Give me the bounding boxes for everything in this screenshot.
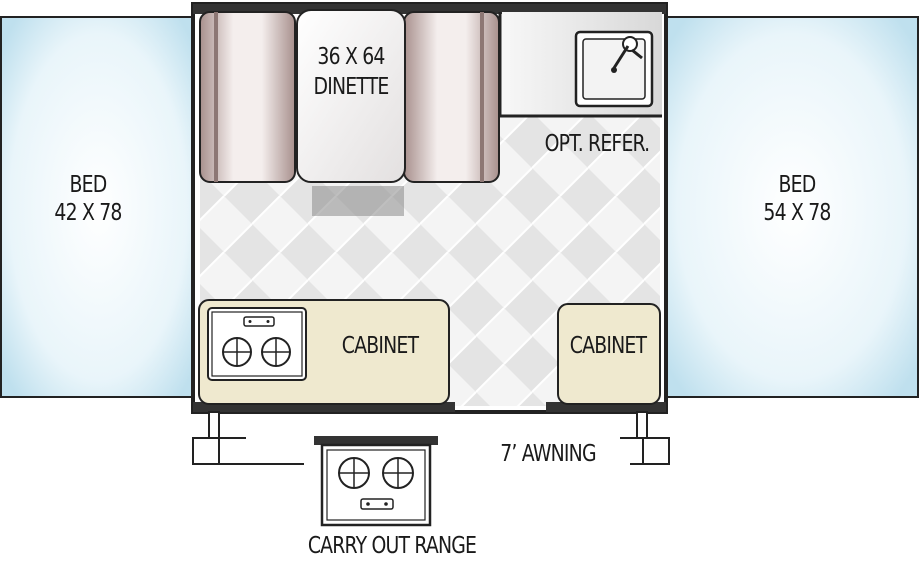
- bed-right: [665, 16, 919, 398]
- bed-left: [0, 16, 197, 398]
- carry-out-range-label: CARRY OUT RANGE: [307, 533, 477, 559]
- bed-left-name: BED: [69, 172, 108, 198]
- cabinet-right-label: CABINET: [569, 333, 647, 359]
- dinette-label: DINETTE: [313, 74, 389, 100]
- awning-label: 7’ AWNING: [500, 441, 596, 467]
- stove-icon: [207, 307, 307, 381]
- faucet-icon: [611, 36, 643, 73]
- bed-left-size: 42 X 78: [54, 200, 122, 226]
- cabinet-right: [557, 303, 661, 405]
- carry-out-range-icon: [314, 436, 438, 527]
- dinette-size: 36 X 64: [317, 44, 385, 70]
- awning-supports: [192, 411, 670, 465]
- bed-right-size: 54 X 78: [763, 200, 831, 226]
- dinette: [199, 9, 500, 216]
- cabinet-left-label: CABINET: [341, 333, 419, 359]
- refrigerator-label: OPT. REFER.: [544, 131, 651, 157]
- bed-right-name: BED: [778, 172, 817, 198]
